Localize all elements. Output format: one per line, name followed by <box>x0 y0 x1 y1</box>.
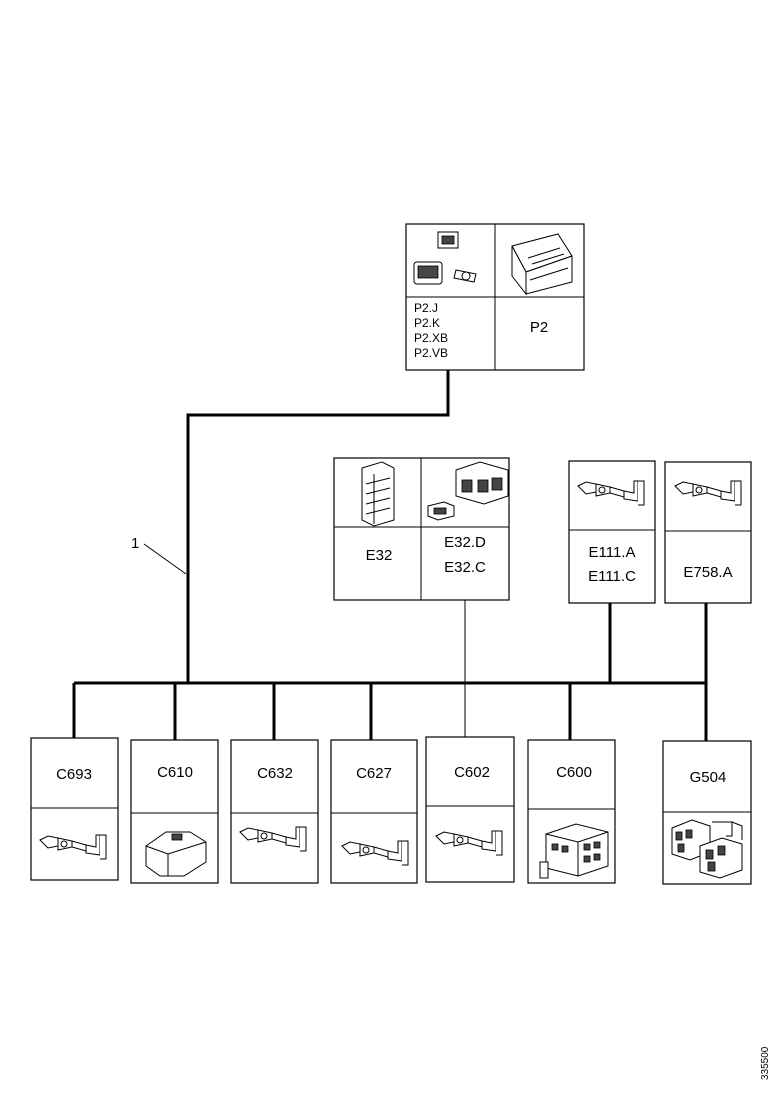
connector-housing-icon <box>145 831 207 877</box>
e111a-label: E111.A <box>589 544 636 561</box>
reference-number: 335500 <box>760 1046 771 1080</box>
e32c-label: E32.C <box>444 559 486 576</box>
connector-g504: G504 <box>662 740 752 885</box>
connector-c627: C627 <box>330 739 418 884</box>
p2-label-4: P2.VB <box>414 346 448 360</box>
e32-label: E32 <box>366 547 393 564</box>
e111-block: E111.A E111.C <box>568 460 656 604</box>
connector-c632: C632 <box>230 739 319 884</box>
connector-label: C693 <box>56 766 92 783</box>
e111c-label: E111.C <box>588 568 636 585</box>
e758-block: E758.A <box>664 461 752 604</box>
e32d-label: E32.D <box>444 534 486 551</box>
e758a-label: E758.A <box>683 564 732 581</box>
p2-fuse-box-icon <box>511 233 573 296</box>
connector-c693: C693 <box>30 737 119 881</box>
p2-label-2: P2.K <box>414 316 440 330</box>
connector-label: C600 <box>556 764 592 781</box>
p2-small-connectors-icon <box>413 231 477 285</box>
connector-label: C632 <box>257 765 293 782</box>
connector-label: C602 <box>454 764 490 781</box>
e32-connector-icon <box>427 461 509 521</box>
connector-label: C627 <box>356 765 392 782</box>
connector-label: G504 <box>690 769 727 786</box>
connector-c600: C600 <box>527 739 616 884</box>
p2-label-3: P2.XB <box>414 331 448 345</box>
connector-label: C610 <box>157 764 193 781</box>
connector-c610: C610 <box>130 739 219 884</box>
connector-c602: C602 <box>425 736 515 883</box>
callout-number: 1 <box>131 535 139 552</box>
ground-connector-icon <box>671 819 743 879</box>
p2-main-label: P2 <box>530 319 548 336</box>
e32-block: E32 E32.D E32.C <box>333 457 510 601</box>
e32-relay-block-icon <box>361 461 395 527</box>
callout-leader <box>143 543 187 575</box>
p2-label-1: P2.J <box>414 301 438 315</box>
p2-block: P2.J P2.K P2.XB P2.VB P2 <box>405 223 585 371</box>
wire-harness <box>72 370 708 741</box>
multi-pin-connector-icon <box>539 823 609 879</box>
